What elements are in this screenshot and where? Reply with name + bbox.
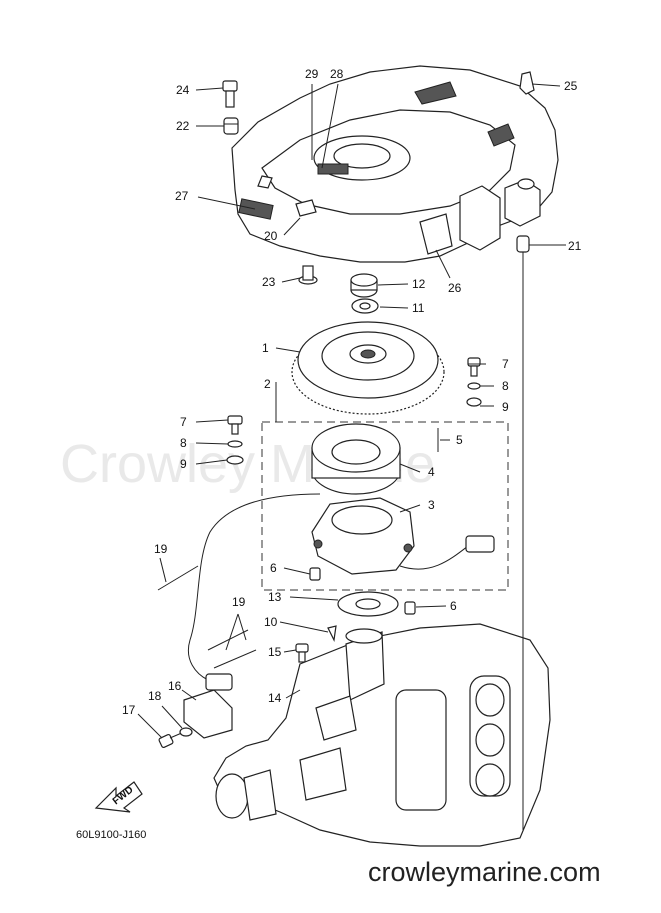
callout-19-lower: 19 [232,595,246,609]
washer-11 [351,298,379,314]
callout-23: 23 [262,275,276,289]
callout-22: 22 [176,119,190,133]
callout-13: 13 [268,590,282,604]
callout-12: 12 [412,277,426,291]
callout-17: 17 [122,703,136,717]
callout-5: 5 [456,433,463,447]
collar-23 [298,265,318,285]
callout-2: 2 [264,377,271,391]
callout-27: 27 [175,189,189,203]
callout-8-right: 8 [502,379,509,393]
callout-21: 21 [568,239,582,253]
nut-12 [350,273,378,298]
washer-18 [179,727,193,737]
woodruff-key [327,625,337,642]
callout-10: 10 [264,615,278,629]
grommet-22 [223,117,239,135]
screw-7-right [467,357,481,377]
callout-6-left: 6 [270,561,277,575]
fwd-arrow-icon: FWD [94,781,143,813]
drawing-code: 60L9100-J160 [76,829,146,841]
callout-7-right: 7 [502,357,509,371]
stator-lead-wire [188,493,495,681]
clip-25 [519,71,535,95]
callout-25: 25 [564,79,578,93]
bolt-17 [158,731,185,749]
callout-19-upper: 19 [154,542,168,556]
bolt-15 [295,643,309,663]
callout-7-left: 7 [180,415,187,429]
callout-8-left: 8 [180,436,187,450]
cable-tie-lower-a [207,629,249,651]
stator-assembly-box [261,421,509,591]
flywheel [291,321,445,415]
washer-9-left [226,455,244,465]
callout-1: 1 [262,341,269,355]
callout-16: 16 [168,679,182,693]
callout-14: 14 [268,691,282,705]
connector-bracket-16 [183,673,233,739]
cable-tie-upper [157,565,199,591]
callout-29: 29 [305,67,319,81]
callout-18: 18 [148,689,162,703]
callout-6-right: 6 [450,599,457,613]
washer-8-right [467,382,481,390]
dowel-6-right [404,601,416,615]
screw-7-left [227,415,243,435]
callout-24: 24 [176,83,190,97]
stator-coil [311,423,401,495]
callout-28: 28 [330,67,344,81]
pulser-plate [337,591,399,617]
washer-8-left [227,440,243,448]
callout-11: 11 [412,301,425,315]
leader-lines [137,83,566,739]
callout-4: 4 [428,465,435,479]
engine-block [213,623,551,847]
callout-15: 15 [268,645,282,659]
bolt-24 [222,80,238,108]
website-url: crowleymarine.com [368,857,601,887]
callout-9-left: 9 [180,457,187,471]
flywheel-cover [231,65,559,263]
callout-labels: 24 22 29 28 25 27 20 21 23 12 26 11 1 7 … [122,67,582,717]
callout-3: 3 [428,498,435,512]
washer-9-right [466,397,482,407]
callout-26: 26 [448,281,462,295]
grommet-21 [516,235,530,253]
stator-base [311,497,415,575]
dowel-6-left [309,567,321,581]
cable-tie-lower-b [213,649,257,669]
callout-20: 20 [264,229,278,243]
callout-9-right: 9 [502,400,509,414]
